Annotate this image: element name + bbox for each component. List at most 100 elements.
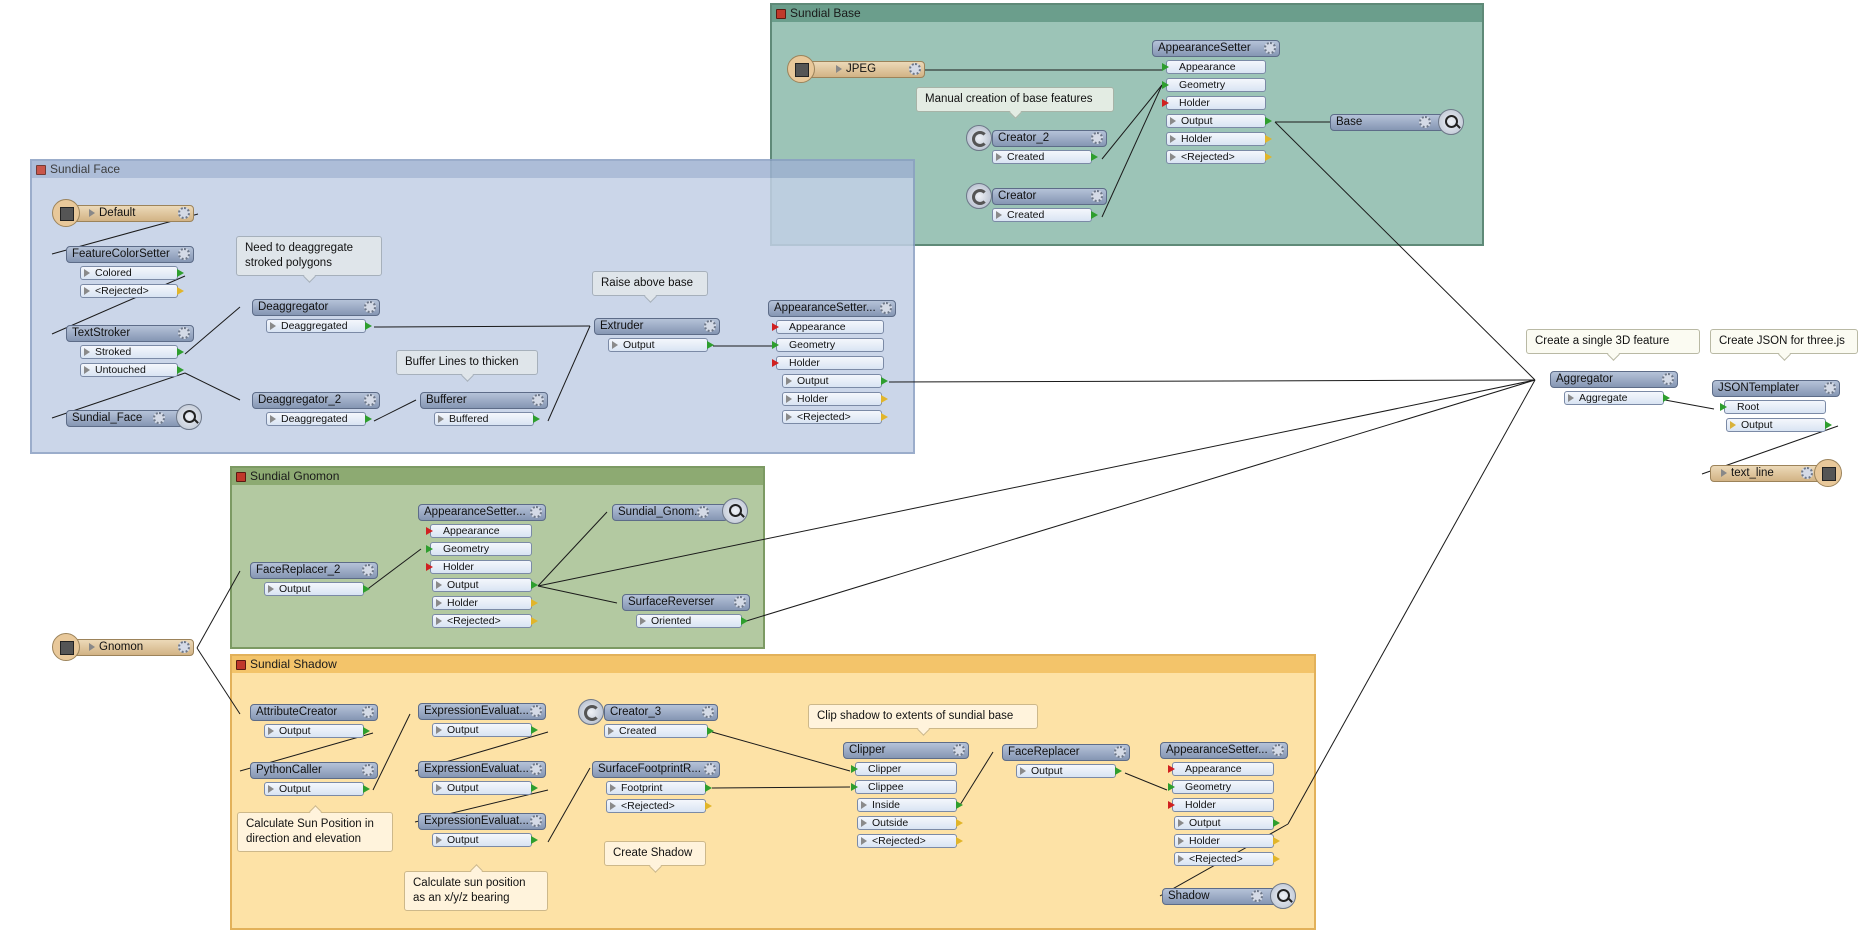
port-connector[interactable] [531, 617, 538, 625]
bookmark-header[interactable]: Sundial Gnomon [232, 468, 763, 485]
output-port[interactable]: <Rejected> [80, 284, 184, 298]
annotation[interactable]: Clip shadow to extents of sundial base [808, 704, 1038, 729]
port-connector[interactable] [1265, 135, 1272, 143]
gear-icon[interactable] [1801, 467, 1813, 479]
transformer-title[interactable]: Bufferer [420, 392, 548, 409]
output-port[interactable]: Output [432, 723, 538, 737]
port-connector[interactable] [363, 727, 370, 735]
port-connector[interactable] [177, 287, 184, 295]
gear-icon[interactable] [909, 63, 921, 75]
port-connector[interactable] [1825, 421, 1832, 429]
input-port[interactable]: Root [1720, 400, 1826, 414]
input-port[interactable]: Appearance [772, 320, 884, 334]
gear-icon[interactable] [1824, 382, 1836, 394]
gear-icon[interactable] [530, 705, 542, 717]
port-connector[interactable] [881, 377, 888, 385]
input-port[interactable]: Geometry [1168, 780, 1274, 794]
port-connector[interactable] [956, 819, 963, 827]
port-connector[interactable] [426, 563, 433, 571]
input-port[interactable]: Geometry [426, 542, 532, 556]
inspector-title[interactable]: Base [1330, 114, 1450, 131]
port-connector[interactable] [426, 527, 433, 535]
port-connector[interactable] [881, 413, 888, 421]
output-port[interactable]: Outside [857, 816, 963, 830]
port-connector[interactable] [707, 341, 714, 349]
port-connector[interactable] [531, 784, 538, 792]
transformer-title[interactable]: FaceReplacer_2 [250, 562, 378, 579]
annotation[interactable]: Create Shadow [604, 841, 706, 866]
annotation[interactable]: Need to deaggregate stroked polygons [236, 236, 382, 276]
gear-icon[interactable] [362, 764, 374, 776]
port-connector[interactable] [363, 785, 370, 793]
output-port[interactable]: Output [264, 582, 370, 596]
gear-icon[interactable] [362, 706, 374, 718]
port-connector[interactable] [1720, 403, 1727, 411]
bookmark-header[interactable]: Sundial Base [772, 5, 1482, 22]
transformer-title[interactable]: Deaggregator_2 [252, 392, 380, 409]
annotation[interactable]: Calculate Sun Position in direction and … [237, 812, 393, 852]
port-connector[interactable] [177, 348, 184, 356]
output-port[interactable]: Holder [1166, 132, 1272, 146]
input-port[interactable]: Geometry [1162, 78, 1266, 92]
transformer-title[interactable]: AppearanceSetter... [418, 504, 546, 521]
output-port[interactable]: Created [992, 208, 1098, 222]
port-connector[interactable] [177, 366, 184, 374]
port-connector[interactable] [531, 581, 538, 589]
port-connector[interactable] [1091, 211, 1098, 219]
gear-icon[interactable] [1419, 116, 1431, 128]
output-port[interactable]: <Rejected> [1166, 150, 1272, 164]
annotation[interactable]: Raise above base [592, 271, 708, 296]
output-port[interactable]: Created [992, 150, 1098, 164]
port-connector[interactable] [705, 802, 712, 810]
port-connector[interactable] [426, 545, 433, 553]
output-port[interactable]: Buffered [434, 412, 540, 426]
transformer-title[interactable]: Extruder [594, 318, 720, 335]
port-connector[interactable] [1162, 81, 1169, 89]
port-connector[interactable] [531, 836, 538, 844]
port-connector[interactable] [707, 727, 714, 735]
transformer-title[interactable]: ExpressionEvaluat... [418, 761, 546, 778]
output-port[interactable]: Aggregate [1564, 391, 1670, 405]
transformer-title[interactable]: AppearanceSetter... [768, 300, 896, 317]
writer-title[interactable]: text_line [1710, 465, 1830, 482]
magnifier-icon[interactable] [1438, 109, 1464, 135]
input-port[interactable]: Holder [1168, 798, 1274, 812]
gear-icon[interactable] [153, 412, 165, 424]
port-connector[interactable] [1168, 765, 1175, 773]
output-port[interactable]: <Rejected> [1174, 852, 1280, 866]
port-connector[interactable] [1265, 117, 1272, 125]
port-connector[interactable] [177, 269, 184, 277]
gear-icon[interactable] [1091, 190, 1103, 202]
annotation[interactable]: Buffer Lines to thicken [396, 350, 538, 375]
port-connector[interactable] [741, 617, 748, 625]
output-port[interactable]: Output [264, 782, 370, 796]
gear-icon[interactable] [178, 207, 190, 219]
transformer-title[interactable]: Creator_2 [992, 130, 1107, 147]
gear-icon[interactable] [1264, 42, 1276, 54]
gear-icon[interactable] [880, 302, 892, 314]
port-connector[interactable] [531, 599, 538, 607]
creator-icon[interactable] [966, 183, 992, 209]
input-port[interactable]: Appearance [1168, 762, 1274, 776]
reader-title[interactable]: JPEG [797, 61, 925, 78]
port-connector[interactable] [881, 395, 888, 403]
gear-icon[interactable] [362, 564, 374, 576]
bookmark-header[interactable]: Sundial Shadow [232, 656, 1314, 673]
output-port[interactable]: Output [1174, 816, 1280, 830]
transformer-title[interactable]: Creator_3 [604, 704, 718, 721]
transformer-title[interactable]: AppearanceSetter [1152, 40, 1280, 57]
port-connector[interactable] [531, 726, 538, 734]
output-port[interactable]: Output [432, 833, 538, 847]
reader-title[interactable]: Gnomon [62, 639, 194, 656]
gear-icon[interactable] [702, 706, 714, 718]
input-port[interactable]: Clipper [851, 762, 957, 776]
output-port[interactable]: Deaggregated [266, 319, 372, 333]
magnifier-icon[interactable] [722, 498, 748, 524]
transformer-title[interactable]: AppearanceSetter... [1160, 742, 1288, 759]
port-connector[interactable] [851, 783, 858, 791]
transformer-title[interactable]: FeatureColorSetter [66, 246, 194, 263]
magnifier-icon[interactable] [176, 404, 202, 430]
gear-icon[interactable] [530, 815, 542, 827]
gear-icon[interactable] [953, 744, 965, 756]
transformer-title[interactable]: TextStroker [66, 325, 194, 342]
